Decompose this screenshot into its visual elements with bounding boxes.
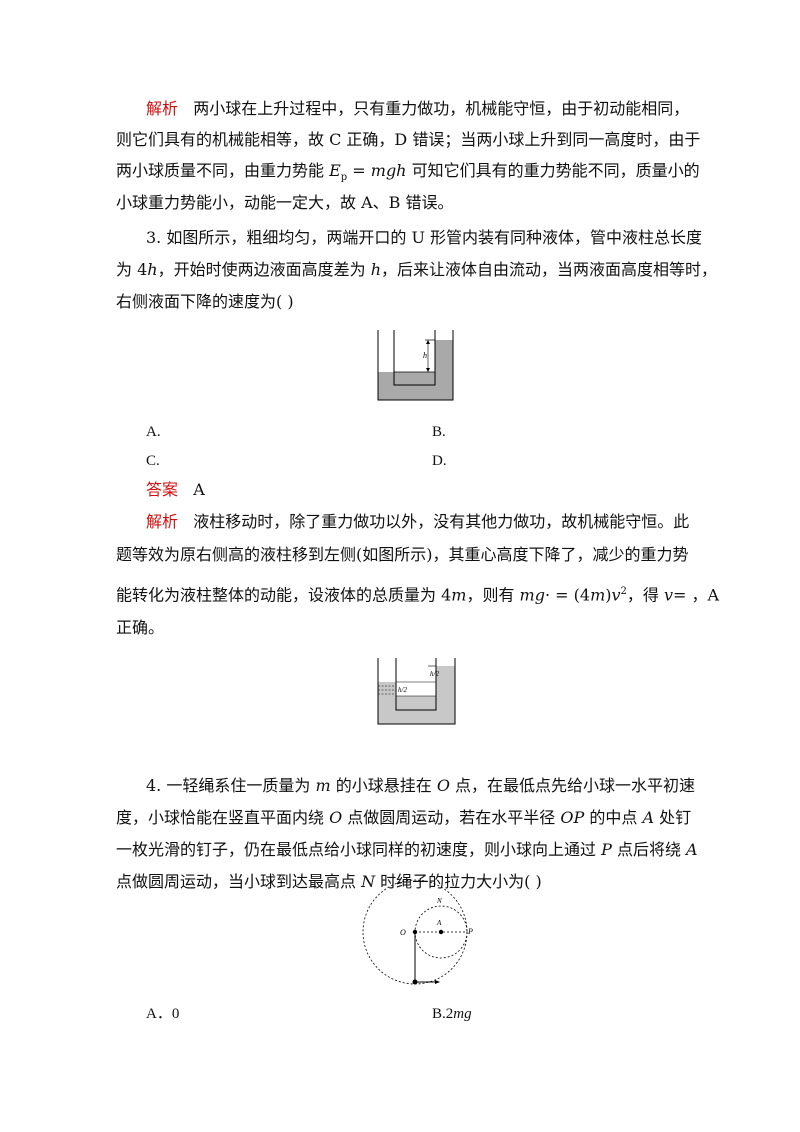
text: 题等效为原右侧高的液柱移到左侧(如图所示)，其重心高度下降了，减少的重力势: [116, 545, 689, 564]
analysis-para-2-line-1: 解析 液柱移动时，除了重力做功以外，没有其他力做功，故机械能守恒。此: [146, 512, 689, 532]
text: 可知它们具有的重力势能不同，质量小的: [406, 161, 700, 180]
circle-figure-main: O A P N: [362, 879, 473, 985]
text: 的小球悬挂在: [330, 776, 437, 795]
label-O: O: [400, 928, 406, 937]
var: m: [315, 776, 331, 795]
text: 小球重力势能小，动能一定大，故 A、B 错误。: [116, 193, 454, 212]
var: OP: [560, 808, 585, 827]
option-c: C.: [146, 453, 160, 469]
q4-option-b: B.2mg: [432, 1004, 472, 1024]
text: 两小球在上升过程中，只有重力做功，机械能守恒，由于初动能相同，: [193, 99, 690, 118]
text: 3. 如图所示，粗细均匀，两端开口的 U 形管内装有同种液体，管中液柱总长度: [146, 228, 703, 247]
text: 处钉: [654, 808, 692, 827]
analysis-para-2-line-2: 题等效为原右侧高的液柱移到左侧(如图所示)，其重心高度下降了，减少的重力势: [116, 545, 689, 565]
var: v: [664, 585, 674, 605]
h-half-label-mid: h/2: [398, 686, 407, 694]
text: B.2: [432, 1006, 454, 1022]
analysis-para-1-line-4: 小球重力势能小，动能一定大，故 A、B 错误。: [116, 193, 454, 213]
question-4-line-4: 点做圆周运动，当小球到达最高点 N 时绳子的拉力大小为( ): [116, 872, 542, 892]
var: m: [451, 585, 467, 605]
text: 两小球质量不同，由重力势能: [116, 161, 330, 180]
var: E: [329, 161, 341, 180]
text: =: [347, 161, 371, 180]
text: 4. 一轻绳系住一质量为: [146, 776, 316, 795]
analysis-label: 解析: [146, 512, 179, 531]
option-d: D.: [432, 453, 447, 469]
var: A: [642, 808, 655, 827]
text: ，后来让液体自由流动，当两液面高度相等时，: [381, 260, 718, 279]
text: ，得: [626, 585, 664, 605]
var: mg: [519, 585, 545, 605]
var: v: [611, 585, 621, 605]
question-4-line-3: 一枚光滑的钉子，仍在最低点给小球同样的初速度，则小球向上通过 P 点后将绕 A: [116, 840, 698, 860]
text: 一枚光滑的钉子，仍在最低点给小球同样的初速度，则小球向上通过: [116, 840, 602, 859]
h-half-label-top: h/2: [430, 670, 439, 678]
var: h: [147, 260, 158, 279]
sup: 2: [620, 586, 627, 597]
text: 点后将绕: [611, 840, 687, 859]
q4-option-a: A．0: [146, 1006, 180, 1022]
text: 点做圆周运动，若在水平半径: [342, 808, 561, 827]
analysis-para-1-line-2: 则它们具有的机械能相等，故 C 正确，D 错误；当两小球上升到同一高度时，由于: [116, 130, 700, 150]
var: A: [686, 840, 698, 859]
var: mgh: [370, 161, 407, 180]
var: O: [329, 808, 343, 827]
var: N: [361, 872, 376, 891]
label-N: N: [436, 897, 442, 905]
answer-label: 答案: [146, 480, 179, 499]
option-b: B.: [432, 424, 446, 440]
text: 右侧液面下降的速度为( ): [116, 292, 294, 311]
var: mg: [453, 1006, 472, 1022]
label-A: A: [436, 919, 442, 927]
text: ，则有: [466, 585, 520, 605]
text: 液柱移动时，除了重力做功以外，没有其他力做功，故机械能守恒。此: [193, 512, 690, 531]
var: P: [601, 840, 612, 859]
text: ): [605, 585, 612, 605]
analysis-para-2-line-3: 能转化为液柱整体的动能，设液体的总质量为 4m，则有 mg· = (4m)v2，…: [116, 582, 719, 605]
label-P: P: [467, 927, 473, 936]
analysis-para-2-line-4: 正确。: [116, 618, 164, 638]
text: · = (4: [544, 585, 591, 605]
text: 为 4: [116, 260, 148, 279]
text: 点，在最低点先给小球一水平初速: [449, 776, 696, 795]
question-3-line-1: 3. 如图所示，粗细均匀，两端开口的 U 形管内装有同种液体，管中液柱总长度: [146, 228, 702, 248]
text: 度，小球恰能在竖直平面内绕: [116, 808, 330, 827]
var: O: [436, 776, 450, 795]
sub: p: [340, 172, 348, 184]
analysis-label: 解析: [146, 99, 179, 118]
text: 能转化为液柱整体的动能，设液体的总质量为 4: [116, 585, 452, 605]
var: m: [590, 585, 606, 605]
question-4-line-2: 度，小球恰能在竖直平面内绕 O 点做圆周运动，若在水平半径 OP 的中点 A 处…: [116, 808, 691, 828]
var: h: [370, 260, 381, 279]
option-a: A.: [146, 424, 161, 440]
u-tube-figure: h: [377, 330, 454, 401]
analysis-para-1-line-1: 解析 两小球在上升过程中，只有重力做功，机械能守恒，由于初动能相同，: [146, 99, 689, 119]
question-3-line-3: 右侧液面下降的速度为( ): [116, 292, 294, 312]
text: 则它们具有的机械能相等，故 C 正确，D 错误；当两小球上升到同一高度时，由于: [116, 130, 701, 149]
question-4-line-1: 4. 一轻绳系住一质量为 m 的小球悬挂在 O 点，在最低点先给小球一水平初速: [146, 776, 695, 796]
question-3-line-2: 为 4h，开始时使两边液面高度差为 h，后来让液体自由流动，当两液面高度相等时，: [116, 260, 717, 280]
text: 的中点: [584, 808, 643, 827]
text: 正确。: [116, 618, 165, 637]
u-tube-figure-2: h/2 h/2: [377, 658, 456, 725]
h-label: h: [423, 351, 427, 360]
text: = ，A: [673, 585, 720, 605]
text: 时绳子的拉力大小为( ): [375, 872, 542, 891]
text: 点做圆周运动，当小球到达最高点: [116, 872, 362, 891]
text: ，开始时使两边液面高度差为: [157, 260, 371, 279]
analysis-para-1-line-3: 两小球质量不同，由重力势能 Ep = mgh 可知它们具有的重力势能不同，质量小…: [116, 161, 700, 188]
answer-line: 答案 A: [146, 480, 205, 500]
answer-value: A: [193, 480, 205, 499]
